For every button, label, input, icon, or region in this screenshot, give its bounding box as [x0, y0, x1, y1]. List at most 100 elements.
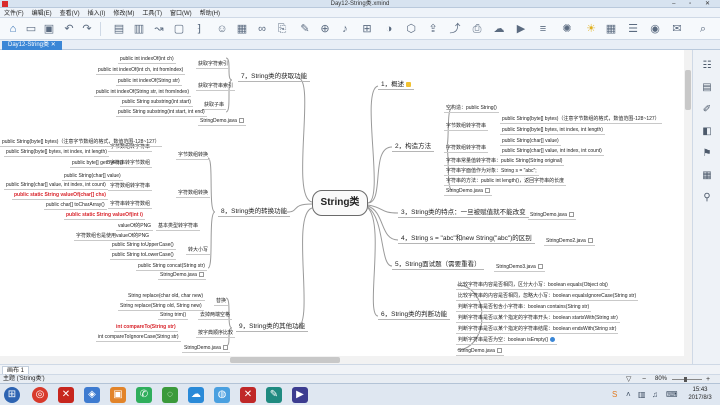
file-attachment-icon[interactable]	[484, 188, 490, 194]
menu-file[interactable]: 文件(F)	[4, 11, 24, 17]
system-clock[interactable]: 15:43 2017/8/3	[682, 386, 718, 402]
b8-sub-case[interactable]: 转大小写	[186, 247, 211, 255]
b8-file[interactable]: StringDemo.java	[158, 272, 206, 280]
horizontal-scrollbar[interactable]	[0, 356, 684, 364]
export-icon[interactable]: ⤴	[449, 23, 461, 35]
menu-tools[interactable]: 工具(T)	[142, 11, 163, 17]
subtopic-icon[interactable]: ▥	[133, 23, 145, 35]
image-icon[interactable]: ▦	[236, 23, 248, 35]
b7-sub-substring[interactable]: 获取子串	[202, 102, 227, 110]
redo-icon[interactable]: ↷	[82, 23, 92, 35]
b2-leaf-2[interactable]: public String(byte[] bytes)（注意字节数组的格式，数值…	[500, 116, 662, 124]
file-attachment-icon[interactable]	[238, 118, 244, 124]
b8-leaf-8[interactable]: public String(char[] value)	[62, 173, 123, 181]
b8-leaf-19[interactable]: public String toLowerCase()	[110, 252, 176, 260]
marker-icon[interactable]: ☺	[216, 23, 228, 35]
b8-sub-primitive[interactable]: 基本类型转字符串	[156, 223, 201, 231]
b6-leaf-2[interactable]: 判断字符串是否包含小字符串：boolean contains(String st…	[456, 304, 592, 312]
boundary-icon[interactable]: ▢	[173, 23, 185, 35]
file-attachment-icon[interactable]	[222, 345, 228, 351]
zoom-slider[interactable]	[672, 377, 702, 382]
branch-interview[interactable]: 5，String面试题（需要重看）	[392, 260, 484, 270]
cloud-taskbar-icon[interactable]: ☁	[188, 387, 204, 403]
presentation-icon[interactable]: ▶	[516, 23, 526, 35]
b6-leaf-4[interactable]: 判断字符串是否以某个指定的字符串结尾：boolean endsWith(Stri…	[456, 326, 619, 334]
vertical-scroll-thumb[interactable]	[685, 70, 691, 110]
save-icon[interactable]: ▣	[43, 23, 55, 35]
document-tab[interactable]: Day12-String类 ✕	[2, 41, 62, 50]
filter-icon[interactable]: ▽	[626, 376, 632, 383]
b8-leaf-12[interactable]: public char[] toCharArray()	[44, 202, 107, 210]
menu-edit[interactable]: 编辑(E)	[31, 11, 52, 17]
gantt-icon[interactable]: ≡	[539, 23, 547, 35]
menu-help[interactable]: 帮助(H)	[199, 11, 221, 17]
b7-leaf-2[interactable]: public int indexOf(int ch, int fromIndex…	[96, 67, 186, 75]
home-icon[interactable]: ⌂	[9, 23, 17, 35]
b2-leaf-0[interactable]: 空构造：public String()	[444, 105, 499, 113]
layout-icon[interactable]: ⊞	[362, 23, 372, 35]
eye-icon[interactable]: ◉	[650, 23, 660, 35]
b9-leaf-2[interactable]: String replace(String old, String new)	[118, 303, 204, 311]
new-file-icon[interactable]: ▭	[25, 23, 37, 35]
b6-leaf-1[interactable]: 比较字符串的内容是否相同，忽略大小写：boolean equalsIgnoreC…	[456, 293, 639, 301]
start-button-icon[interactable]: ⊞	[4, 387, 20, 403]
lightbulb-icon[interactable]: ☀	[586, 23, 596, 35]
branch-convert[interactable]: 8，String类的转换功能	[218, 207, 291, 217]
b2-leaf-6[interactable]: public String(char[] value, int index, i…	[500, 148, 604, 156]
relationship-icon[interactable]: ↝	[154, 23, 164, 35]
branch-overview[interactable]: 1，概述	[378, 80, 415, 90]
b8-leaf-3[interactable]: public String(byte[] bytes, int index, i…	[4, 149, 109, 157]
central-topic[interactable]: String类	[312, 190, 368, 216]
b2-leaf-9[interactable]: 字符串的方法：public int length()，返回字符串的长度	[444, 178, 567, 186]
network-icon[interactable]: ▥	[638, 390, 646, 399]
label-icon[interactable]: ⊕	[320, 23, 330, 35]
format-brush-icon[interactable]: ✐	[702, 104, 712, 115]
b8-sub-str-to-bytes[interactable]: 字符串转字节数组	[108, 160, 153, 168]
b7-leaf-8[interactable]: public String substring(int start, int e…	[116, 109, 207, 117]
b2-leaf-7[interactable]: 字符串常量值转字符串：public String(String original…	[444, 158, 565, 166]
menu-view[interactable]: 查看(V)	[59, 11, 80, 17]
notes-icon[interactable]: ✎	[300, 23, 310, 35]
b8-sub-bytes-to-str[interactable]: 字节数组转字符串	[108, 144, 153, 152]
b8-leaf-20[interactable]: public String concat(String str)	[136, 263, 207, 271]
xmind-taskbar-icon[interactable]: ✕	[58, 387, 74, 403]
b7-leaf-5[interactable]: public int indexOf(String str, int fromI…	[94, 89, 192, 97]
b9-leaf-6[interactable]: int compareTo(String str)	[114, 324, 178, 332]
b5-file[interactable]: StringDemo3.java	[494, 264, 545, 272]
b8-sub-chars-to-str[interactable]: 字符数组转字符串	[108, 183, 153, 191]
pin-icon[interactable]: ⚲	[703, 192, 711, 203]
b7-leaf-6[interactable]: public String substring(int start)	[120, 99, 193, 107]
b7-sub-charindex[interactable]: 获取字符索引	[196, 61, 231, 69]
b8-leaf-14[interactable]: public static String valueOf(int i)	[64, 212, 145, 220]
search-icon[interactable]: ⌕	[699, 23, 707, 35]
b8-leaf-10[interactable]: public static String valueOf(char[] chs)	[12, 192, 108, 200]
file-attachment-icon[interactable]	[587, 238, 593, 244]
window-controls[interactable]: ‒ ▫ ✕	[672, 1, 716, 7]
input-method-icon[interactable]: S	[612, 390, 618, 399]
b7-leaf-0[interactable]: public int indexOf(int ch)	[118, 56, 176, 64]
zoom-in-icon[interactable]: +	[706, 376, 711, 383]
b6-leaf-5[interactable]: 判断字符串是否为空：boolean isEmpty()	[456, 337, 558, 345]
audio-icon[interactable]: ♪	[342, 23, 348, 35]
menu-modify[interactable]: 修改(M)	[113, 11, 135, 17]
browser-icon[interactable]: ◎	[32, 387, 48, 403]
b7-file[interactable]: StringDemo.java	[198, 118, 246, 126]
comment-icon[interactable]	[550, 337, 556, 343]
b4-file[interactable]: StringDemo2.java	[544, 238, 595, 246]
b7-leaf-3[interactable]: public int indexOf(String str)	[116, 78, 182, 86]
style-icon[interactable]: ◑	[385, 23, 393, 35]
hyperlink-icon[interactable]: ∞	[258, 23, 266, 35]
b2-sub-chars[interactable]: 字符数组转字符串	[444, 145, 489, 153]
chat-taskbar-icon[interactable]: ✆	[136, 387, 152, 403]
b3-file[interactable]: StringDemo.java	[528, 212, 576, 220]
b2-leaf-5[interactable]: public String(char[] value)	[500, 138, 561, 146]
zoom-out-icon[interactable]: −	[642, 376, 647, 383]
b2-sub-bytes[interactable]: 字节数组转字符串	[444, 123, 489, 131]
markers-panel-icon[interactable]: ◧	[702, 126, 712, 137]
menu-window[interactable]: 窗口(W)	[170, 11, 192, 17]
branch-constructors[interactable]: 2，构造方法	[392, 142, 435, 152]
vertical-scrollbar[interactable]	[684, 50, 692, 364]
b8-leaf-5[interactable]: public byte[] getBytes()	[70, 160, 125, 168]
print-icon[interactable]: ⎙	[472, 23, 482, 35]
b9-leaf-4[interactable]: String trim()	[158, 312, 189, 320]
